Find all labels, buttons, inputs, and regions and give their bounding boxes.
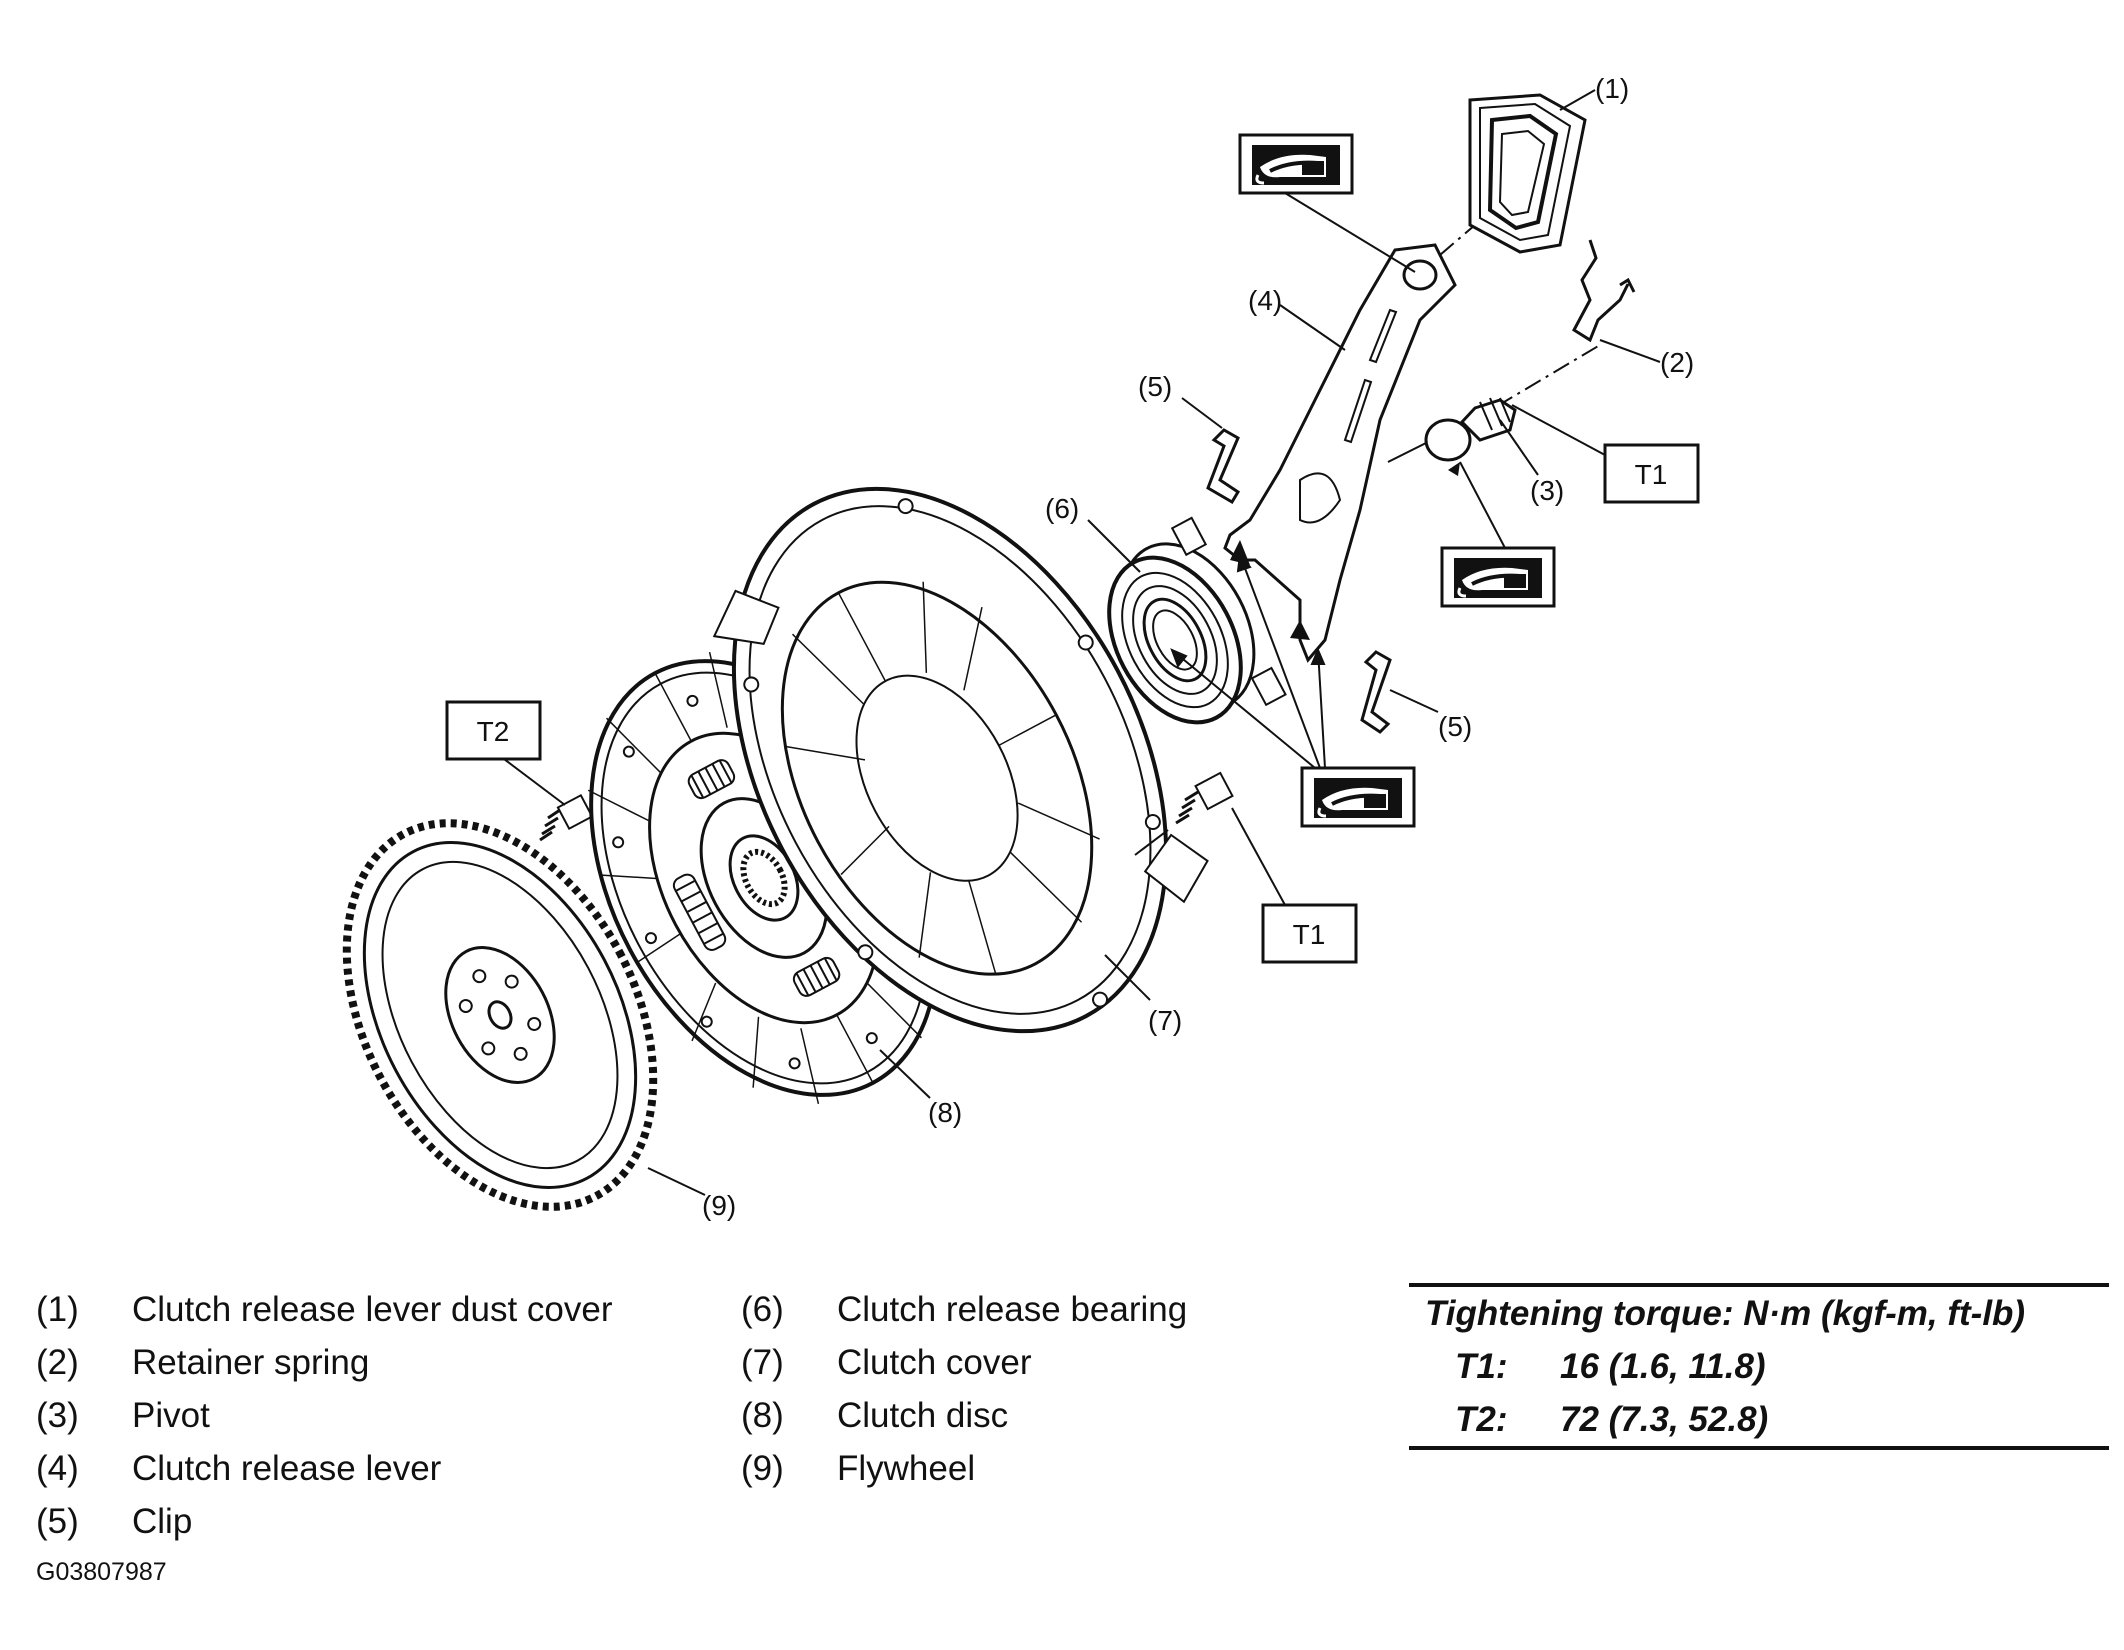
retainer-spring-part bbox=[1572, 239, 1636, 343]
callout-6: (6) bbox=[1045, 493, 1079, 524]
clip-upper-part bbox=[1206, 428, 1241, 505]
callout-5-lower: (5) bbox=[1438, 711, 1472, 742]
torque-row: T1:16 (1.6, 11.8) bbox=[1455, 1347, 1766, 1386]
grease-icon bbox=[1440, 546, 1556, 608]
legend-item: (9)Flywheel bbox=[741, 1449, 976, 1488]
legend-left-column: (1)Clutch release lever dust cover (2)Re… bbox=[36, 1283, 613, 1548]
flywheel-part bbox=[342, 819, 658, 1211]
callout-4: (4) bbox=[1248, 285, 1282, 316]
torque-box-t2: T2 bbox=[445, 700, 542, 761]
legend-item: (3)Pivot bbox=[36, 1396, 210, 1435]
legend-item: (4)Clutch release lever bbox=[36, 1449, 442, 1488]
svg-text:T1: T1 bbox=[1293, 919, 1326, 950]
callout-9: (9) bbox=[702, 1190, 736, 1221]
callout-8: (8) bbox=[928, 1097, 962, 1128]
figure-code: G03807987 bbox=[36, 1558, 167, 1586]
bottom-rule bbox=[1409, 1446, 2109, 1450]
pivot-part bbox=[1424, 397, 1517, 462]
legend-item: (6)Clutch release bearing bbox=[741, 1290, 1188, 1329]
clutch-cover-part bbox=[712, 486, 1209, 1034]
clutch-release-lever-part bbox=[1223, 243, 1457, 663]
top-rule bbox=[1409, 1283, 2109, 1287]
legend-item: (2)Retainer spring bbox=[36, 1343, 370, 1382]
torque-row: T2:72 (7.3, 52.8) bbox=[1455, 1400, 1769, 1439]
callout-7: (7) bbox=[1148, 1005, 1182, 1036]
svg-text:T1: T1 bbox=[1635, 459, 1668, 490]
dust-cover-part bbox=[1468, 93, 1587, 254]
callout-5-upper: (5) bbox=[1138, 371, 1172, 402]
callout-3: (3) bbox=[1530, 475, 1564, 506]
t2-bolt bbox=[539, 793, 594, 842]
grease-icon bbox=[1238, 133, 1354, 195]
callout-2: (2) bbox=[1660, 347, 1694, 378]
svg-text:T2: T2 bbox=[477, 716, 510, 747]
t1-lower-bolt bbox=[1175, 771, 1234, 825]
clip-lower-part bbox=[1360, 650, 1392, 734]
clutch-release-bearing-part bbox=[1107, 516, 1287, 725]
torque-box-t1-upper: T1 bbox=[1603, 443, 1700, 504]
torque-spec-table: Tightening torque: N·m (kgf-m, ft-lb) T1… bbox=[1409, 1283, 2109, 1450]
callout-1: (1) bbox=[1595, 73, 1629, 104]
legend-item: (7)Clutch cover bbox=[741, 1343, 1032, 1382]
legend-item: (8)Clutch disc bbox=[741, 1396, 1009, 1435]
legend-item: (5)Clip bbox=[36, 1502, 193, 1541]
torque-heading: Tightening torque: N·m (kgf-m, ft-lb) bbox=[1425, 1294, 2026, 1333]
torque-box-t1-lower: T1 bbox=[1261, 903, 1358, 964]
grease-icon bbox=[1300, 766, 1416, 828]
legend-right-column: (6)Clutch release bearing (7)Clutch cove… bbox=[741, 1283, 1187, 1495]
legend-item: (1)Clutch release lever dust cover bbox=[36, 1290, 613, 1329]
